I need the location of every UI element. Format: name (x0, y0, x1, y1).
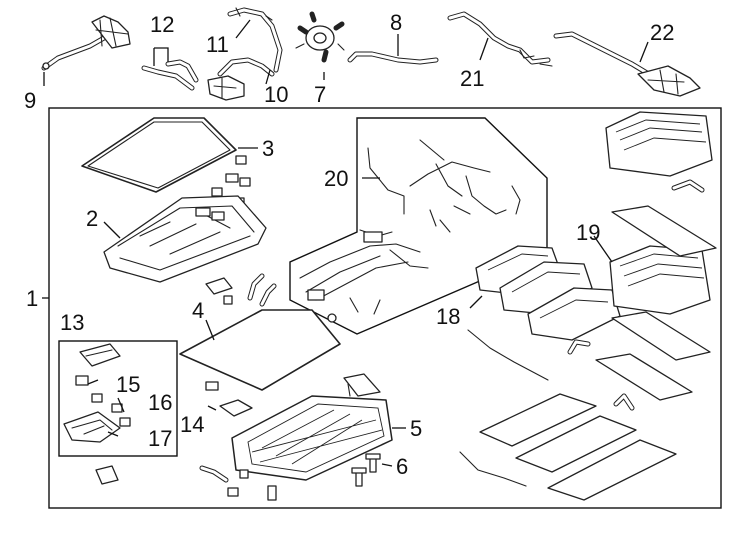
part-20-wiring-harness[interactable] (299, 139, 521, 315)
part-13-bracket[interactable] (79, 343, 121, 367)
part-15-clip[interactable] (75, 375, 103, 403)
callout-22: 22 (650, 20, 674, 45)
part-2-upper-housing[interactable] (103, 195, 267, 283)
callout-1: 1 (26, 286, 38, 311)
callout-4: 4 (192, 298, 204, 323)
callout-3: 3 (262, 136, 274, 161)
part-3-cover-gasket[interactable] (81, 117, 251, 207)
callout-7: 7 (314, 82, 326, 107)
callout-20: 20 (324, 166, 348, 191)
part-18-battery-modules[interactable] (475, 245, 621, 341)
callout-2: 2 (86, 206, 98, 231)
callout-13: 13 (60, 310, 84, 335)
part-4-liner[interactable] (179, 309, 341, 391)
part-17-bracket[interactable] (63, 411, 121, 485)
part-21-hose[interactable] (447, 11, 553, 67)
callout-8: 8 (390, 10, 402, 35)
part-12-hose-pair[interactable] (141, 59, 199, 91)
part-hardware-set[interactable] (199, 465, 277, 501)
subgroup-20-frame (289, 117, 548, 335)
part-7-valve[interactable] (295, 11, 345, 63)
callout-15: 15 (116, 372, 140, 397)
part-22-hose-assembly[interactable] (553, 31, 701, 97)
callout-16: 16 (148, 390, 172, 415)
part-6-bolts[interactable] (351, 453, 381, 487)
part-module-trays[interactable] (459, 205, 717, 501)
callout-11: 11 (206, 32, 229, 57)
callout-5: 5 (410, 416, 422, 441)
part-11-hose[interactable] (227, 7, 283, 73)
part-14-module[interactable] (205, 381, 253, 417)
part-10-hose-bracket[interactable] (207, 57, 275, 101)
callout-17: 17 (148, 426, 172, 451)
part-9-coolant-hose[interactable] (41, 15, 131, 71)
part-5-battery-tray[interactable] (231, 373, 393, 481)
part-19-battery-modules[interactable] (605, 111, 713, 315)
callout-14: 14 (180, 412, 204, 437)
part-16-clip[interactable] (111, 403, 131, 427)
subgroup-13-frame (58, 340, 178, 457)
leader-lines (42, 19, 649, 467)
callout-6: 6 (396, 454, 408, 479)
callout-21: 21 (460, 66, 484, 91)
assembly-frame (48, 107, 722, 509)
callout-10: 10 (264, 82, 288, 107)
part-8-hose[interactable] (347, 51, 439, 65)
callout-12: 12 (150, 12, 174, 37)
callout-9: 9 (24, 88, 36, 113)
callout-labels: 1 2 3 4 5 6 7 8 9 10 11 12 13 14 15 16 1… (24, 10, 674, 479)
callout-19: 19 (576, 220, 600, 245)
part-connector-cluster[interactable] (205, 273, 337, 323)
callout-18: 18 (436, 304, 460, 329)
